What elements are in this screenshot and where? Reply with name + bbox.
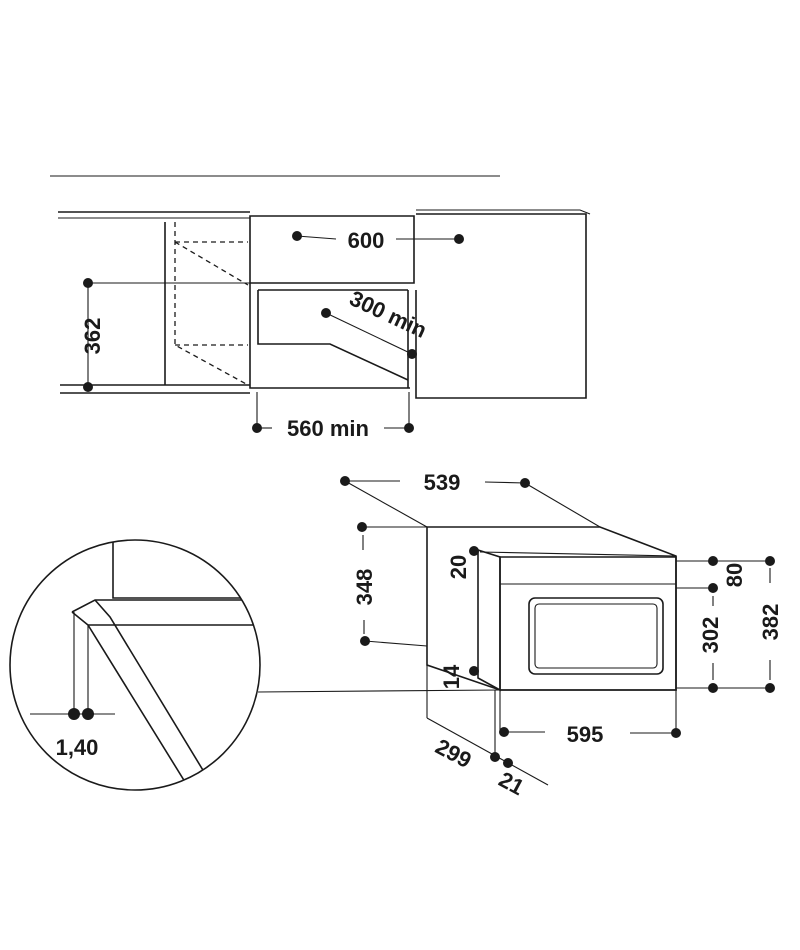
dim-600-left-line <box>296 235 337 240</box>
dim-20-dot <box>469 546 479 556</box>
detail-circle <box>9 539 261 791</box>
appliance-top-front-edge <box>479 551 677 557</box>
door-window-inner <box>534 603 658 669</box>
dim-348-bottom-extension <box>364 640 428 647</box>
frame-flange <box>477 548 501 692</box>
dim-20-label: 20 <box>446 555 471 579</box>
dim-560-min-label: 560 min <box>287 416 369 441</box>
dim-80-label: 80 <box>722 563 747 587</box>
door-window <box>528 597 664 675</box>
dim-539-left-extension <box>344 480 428 528</box>
dim-14-dot <box>469 666 479 676</box>
dim-600-label: 600 <box>348 228 385 253</box>
front-panel <box>499 556 677 691</box>
dim-539-right-line <box>484 481 526 484</box>
niche-upper-panel <box>249 215 415 284</box>
hidden-back-box <box>174 222 249 386</box>
dim-539-right-extension <box>524 482 601 528</box>
niche-opening <box>249 283 410 389</box>
cabinet-niche-view: 600 300 min 362 560 min <box>50 175 591 441</box>
dim-300-line <box>325 312 413 355</box>
dim-299-label: 299 <box>431 734 475 773</box>
dim-382-label: 382 <box>758 604 783 641</box>
dim-21-dot <box>503 758 513 768</box>
detail-gap-right-dot <box>82 708 94 720</box>
detail-gap-label: 1,40 <box>56 735 99 760</box>
dim-302-label: 302 <box>698 617 723 654</box>
niche-inner-floor <box>257 290 409 381</box>
right-cabinet-top-edge <box>416 209 591 215</box>
dim-300-min-label: 300 min <box>346 286 431 343</box>
dim-362-label: 362 <box>80 318 105 355</box>
appliance-view: 539 348 20 14 80 302 382 <box>340 470 783 800</box>
appliance-body-outline <box>426 526 677 691</box>
dim-539-label: 539 <box>424 470 461 495</box>
detail-panel-outer-edge <box>94 599 216 790</box>
dim-14-label: 14 <box>439 664 464 689</box>
detail-cabinet-edge <box>112 540 260 599</box>
detail-panel-inner-edge <box>71 611 191 790</box>
dim-348-label: 348 <box>352 569 377 606</box>
detail-leader-line <box>257 689 501 693</box>
right-cabinet <box>415 213 587 399</box>
detail-gap-left-dot <box>68 708 80 720</box>
dim-299-line <box>426 717 549 786</box>
dim-595-label: 595 <box>567 722 604 747</box>
